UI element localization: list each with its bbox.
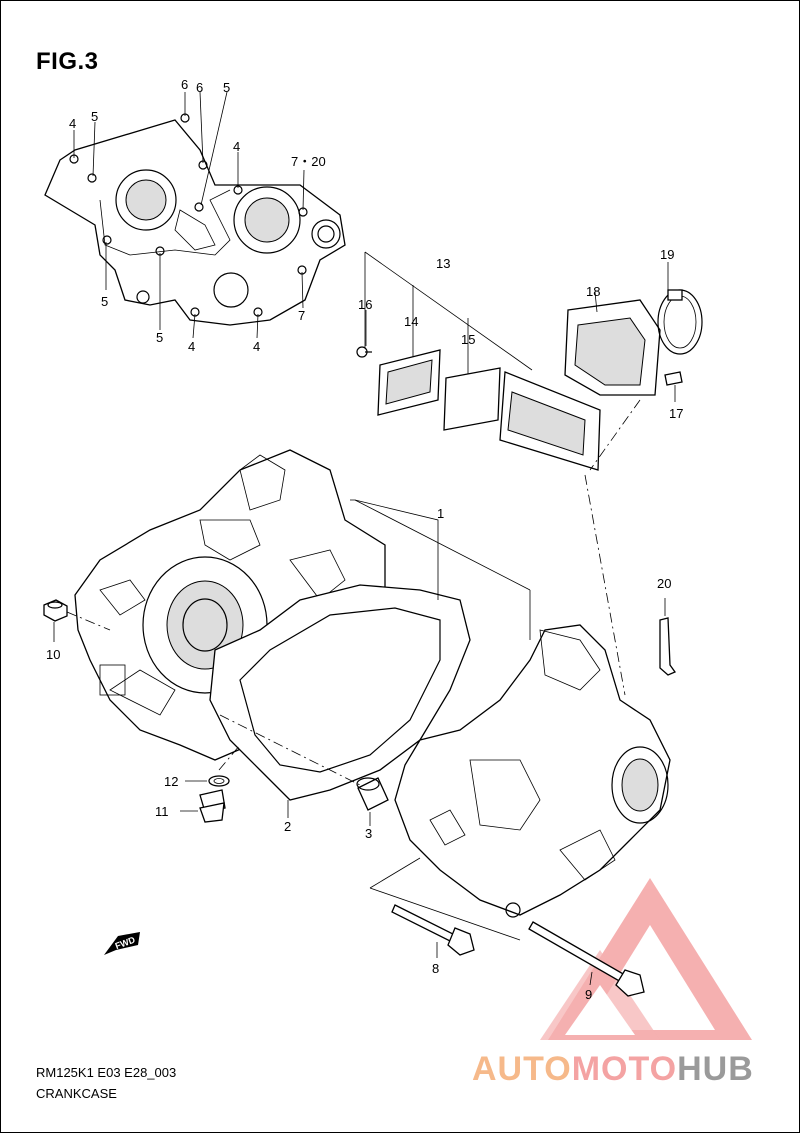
callout-3: 3 <box>365 826 372 841</box>
callout-labels: 4 5 6 6 5 4 7・20 5 5 4 4 7 13 16 14 15 1… <box>46 77 683 1002</box>
callout-10: 10 <box>46 647 60 662</box>
crankcase-inner-view <box>44 91 346 339</box>
callout-4: 4 <box>253 339 260 354</box>
callout-20: 20 <box>657 576 671 591</box>
watermark-part-moto: MOTO <box>571 1050 678 1088</box>
callout-15: 15 <box>461 332 475 347</box>
forward-direction-icon: FWD <box>104 932 140 955</box>
callout-5: 5 <box>156 330 163 345</box>
crankcase-gasket <box>209 499 531 818</box>
intake-pipe-assembly <box>564 262 703 696</box>
fwd-badge-text: FWD <box>114 935 137 952</box>
callout-5: 5 <box>223 80 230 95</box>
breather-rod <box>659 598 676 676</box>
figure-title: FIG.3 <box>36 48 99 75</box>
callout-17: 17 <box>669 406 683 421</box>
callout-8: 8 <box>432 961 439 976</box>
callout-14: 14 <box>404 314 418 329</box>
callout-9: 9 <box>585 987 592 1002</box>
callout-5: 5 <box>91 109 98 124</box>
callout-5: 5 <box>101 294 108 309</box>
callout-11: 11 <box>155 804 169 819</box>
crankcase-bolt-long <box>391 904 475 958</box>
callout-4: 4 <box>188 339 195 354</box>
watermark-logo-icon <box>540 878 752 1040</box>
drain-plug-assembly <box>180 744 241 823</box>
callout-2: 2 <box>284 819 291 834</box>
nut <box>43 599 111 642</box>
watermark-part-hub: HUB <box>677 1050 754 1088</box>
crankcase-right-half <box>369 624 671 941</box>
callout-4: 4 <box>69 116 76 131</box>
callout-4: 4 <box>233 139 240 154</box>
callout-13: 13 <box>436 256 450 271</box>
reed-valve-assembly <box>356 251 601 471</box>
callout-7: 7 <box>298 308 305 323</box>
watermark-text: AUTOMOTOHUB <box>472 1050 754 1089</box>
crankcase-bolt-short <box>528 921 645 997</box>
dowel-pin <box>219 714 389 826</box>
callout-6: 6 <box>196 80 203 95</box>
watermark-part-auto: AUTO <box>472 1050 572 1088</box>
section-name: CRANKCASE <box>36 1086 117 1101</box>
callout-1: 1 <box>437 506 444 521</box>
callout-6: 6 <box>181 77 188 92</box>
callout-18: 18 <box>586 284 600 299</box>
callout-12: 12 <box>164 774 178 789</box>
callout-19: 19 <box>660 247 674 262</box>
callout-16: 16 <box>358 297 372 312</box>
model-code: RM125K1 E03 E28_003 <box>36 1065 177 1080</box>
callout-7-20: 7・20 <box>291 154 326 169</box>
